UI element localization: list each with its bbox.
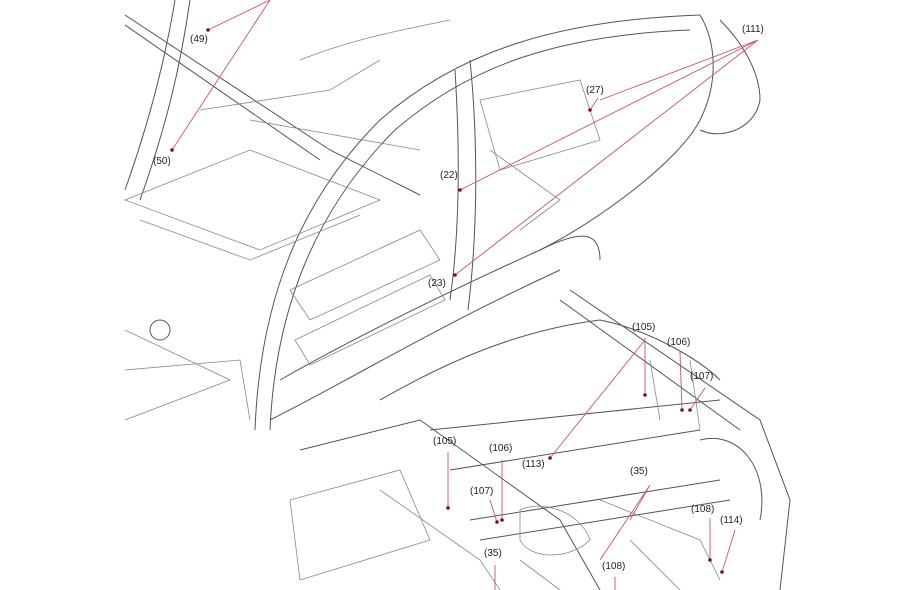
callout-49: (49)	[190, 34, 208, 45]
leader-lines	[171, 0, 759, 590]
callout-27: (27)	[586, 85, 604, 96]
callout-108: (108)	[691, 504, 715, 515]
callout-107: (107)	[690, 371, 714, 382]
callout-113: (113)	[522, 459, 545, 470]
callout-35: (35)	[630, 466, 648, 477]
callout-23: (23)	[428, 278, 446, 289]
callout-points	[170, 28, 724, 574]
callout-106: (106)	[489, 443, 513, 454]
callout-105: (105)	[433, 436, 457, 447]
callout-107: (107)	[470, 486, 494, 497]
callout-50: (50)	[153, 156, 171, 167]
callout-114: (114)	[720, 515, 743, 526]
lower-body-outline	[289, 289, 791, 590]
callout-105: (105)	[632, 322, 656, 333]
callout-106: (106)	[667, 337, 691, 348]
callout-22: (22)	[440, 170, 458, 181]
callout-111: (111)	[742, 24, 764, 35]
callout-108: (108)	[602, 561, 626, 572]
upper-body-outline	[123, 0, 761, 431]
callout-35: (35)	[484, 548, 502, 559]
